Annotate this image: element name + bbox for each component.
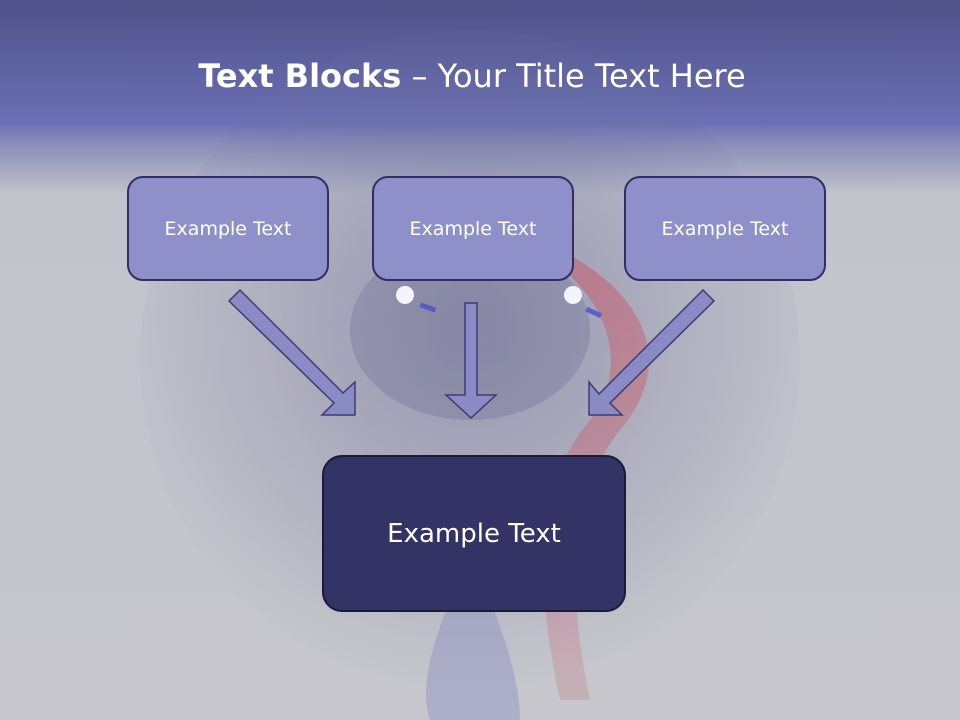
slide-title: Text Blocks – Your Title Text Here (0, 54, 944, 98)
text-block-3: Example Text (624, 176, 826, 281)
arrow-right (588, 288, 716, 416)
arrow-center (444, 302, 498, 420)
main-text-block: Example Text (322, 455, 626, 612)
arrow-left (227, 288, 356, 416)
text-block-1: Example Text (127, 176, 329, 281)
text-block-2: Example Text (372, 176, 574, 281)
title-bold: Text Blocks (198, 57, 402, 95)
title-rest: – Your Title Text Here (401, 57, 746, 95)
